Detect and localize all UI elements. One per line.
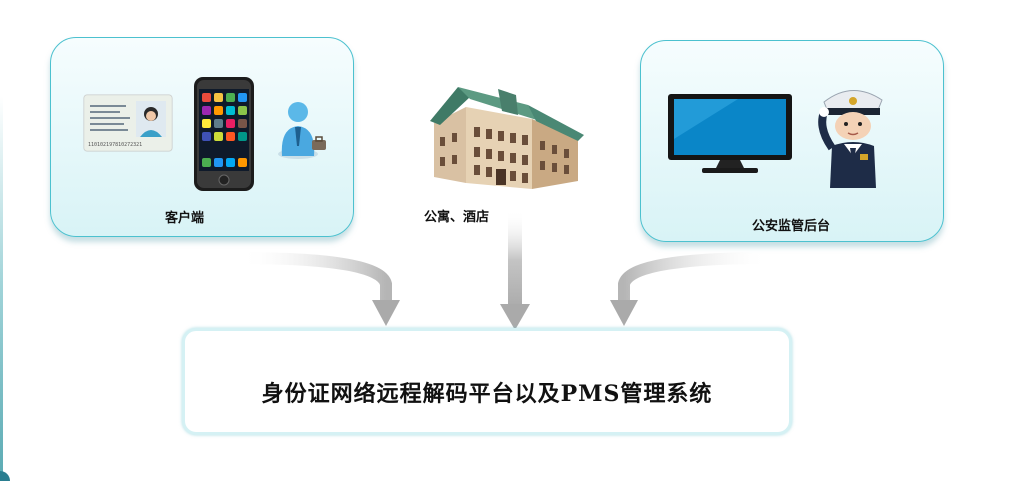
app-grid [202, 93, 247, 167]
building-icon [430, 87, 584, 189]
police-officer-icon [818, 90, 883, 188]
corner-decoration [0, 471, 10, 481]
platform-box: 身份证网络远程解码平台以及PMS管理系统 [182, 328, 792, 435]
hotel-label: 公寓、酒店 [424, 210, 490, 225]
id-number: 110102197810272321 [88, 142, 142, 148]
platform-title: 身份证网络远程解码平台以及PMS管理系统 [261, 381, 713, 407]
arrow-client-to-platform [239, 252, 400, 326]
monitor-icon [668, 94, 792, 173]
user-icon [278, 102, 326, 159]
left-edge-decoration [0, 0, 3, 481]
arrow-hotel-to-platform [500, 210, 530, 330]
arrow-police-to-platform [610, 252, 771, 326]
client-label: 客户端 [165, 211, 205, 226]
police-label: 公安监管后台 [752, 219, 831, 234]
smartphone-icon [194, 77, 254, 191]
id-card-icon: 110102197810272321 [83, 94, 173, 152]
